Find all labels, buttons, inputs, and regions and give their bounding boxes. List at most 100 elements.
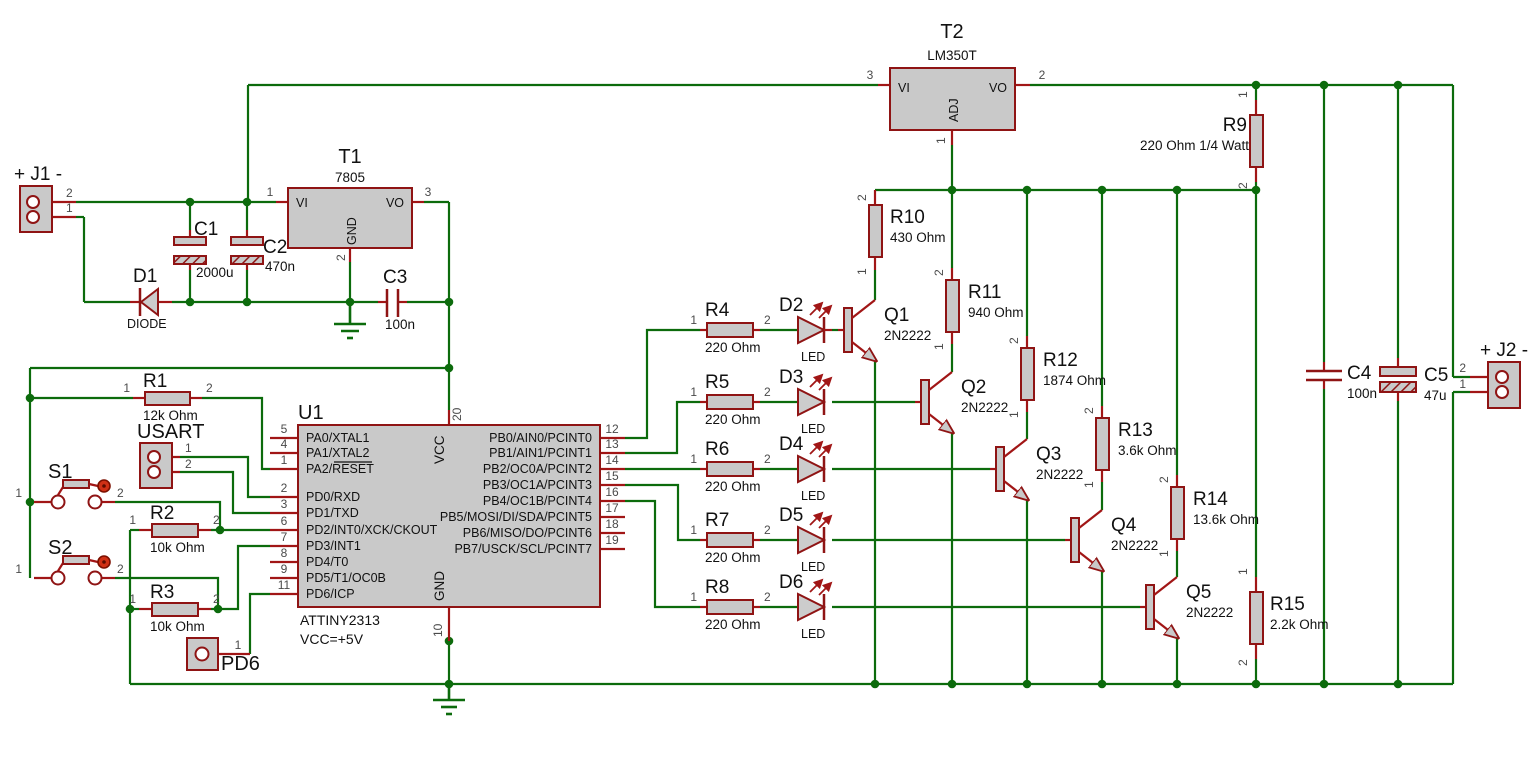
r12-pin2-number: 2 — [1007, 337, 1021, 344]
t2-pin-adj: ADJ — [947, 98, 961, 122]
r15-pin1-number: 1 — [1236, 568, 1250, 575]
r7-ref: R7 — [705, 510, 729, 531]
switch-s2: S2 1 2 — [15, 537, 124, 586]
s1-ref: S1 — [48, 461, 72, 483]
u1-pin-name: PB7/USCK/SCL/PCINT7 — [454, 542, 592, 556]
capacitor-c3: C3 100n — [378, 267, 415, 332]
t2-pin-adj-number: 1 — [934, 137, 948, 144]
u1-pin-name: PB3/OC1A/PCINT3 — [483, 478, 592, 492]
u1-pin-name: PD2/INT0/XCK/CKOUT — [306, 523, 438, 537]
r9-pin2-number: 2 — [1236, 182, 1250, 189]
u1-vcc-pin-number: 20 — [450, 407, 464, 421]
j1-label: + J1 - — [14, 164, 62, 185]
d4-value: LED — [801, 489, 825, 503]
u1-pin-name: PD6/ICP — [306, 587, 355, 601]
t2-pin-vi-number: 3 — [867, 68, 874, 82]
u1-pin-name: PB0/AIN0/PCINT0 — [489, 431, 592, 445]
r10-ref: R10 — [890, 207, 925, 228]
d2-value: LED — [801, 350, 825, 364]
r10-pin2-number: 2 — [855, 194, 869, 201]
r15-ref: R15 — [1270, 594, 1305, 615]
resistor-r4: R4 220 Ohm 1 2 — [690, 300, 771, 355]
c3-ref: C3 — [383, 267, 407, 288]
u1-pin-number: 12 — [605, 422, 619, 436]
u1-pin-name: PA0/XTAL1 — [306, 431, 370, 445]
r12-value: 1874 Ohm — [1043, 373, 1106, 388]
u1-pin-number: 16 — [605, 485, 619, 499]
j1-pin2-number: 2 — [66, 186, 73, 200]
t2-pin-vo-number: 2 — [1039, 68, 1046, 82]
r7-pin1-number: 1 — [690, 523, 697, 537]
d6-ref: D6 — [779, 572, 803, 593]
r15-value: 2.2k Ohm — [1270, 617, 1329, 632]
r11-pin2-number: 2 — [932, 269, 946, 276]
c1-ref: C1 — [194, 219, 218, 240]
resistor-r14: R14 13.6k Ohm 2 1 — [1157, 475, 1259, 557]
junction-dots — [25, 80, 1403, 689]
r13-pin2-number: 2 — [1082, 407, 1096, 414]
net-wires — [28, 83, 1470, 686]
connector-j2: + J2 - 2 1 — [1459, 340, 1528, 409]
d1-ref: D1 — [133, 266, 157, 287]
r4-value: 220 Ohm — [705, 340, 761, 355]
c1-value: 2000u — [196, 265, 234, 280]
t2-ref: T2 — [940, 21, 963, 43]
r5-ref: R5 — [705, 372, 729, 393]
diode-d1: D1 DIODE — [127, 266, 172, 331]
regulator-t1: T1 7805 VI VO GND 1 3 2 — [267, 146, 432, 262]
r14-ref: R14 — [1193, 489, 1228, 510]
c5-value: 47u — [1424, 388, 1447, 403]
resistor-r11: R11 940 Ohm 2 1 — [932, 268, 1024, 350]
usart-label: USART — [137, 421, 204, 443]
r8-pin2-number: 2 — [764, 590, 771, 604]
ground-symbol-regulator — [334, 302, 366, 340]
q4-part: 2N2222 — [1111, 538, 1158, 553]
r14-value: 13.6k Ohm — [1193, 512, 1259, 527]
q2-ref: Q2 — [961, 377, 986, 398]
r10-pin1-number: 1 — [855, 268, 869, 275]
c4-value: 100n — [1347, 386, 1377, 401]
u1-pin-number: 14 — [605, 453, 619, 467]
j2-pin2-number: 2 — [1459, 361, 1466, 375]
u1-pin-name: PB5/MOSI/DI/SDA/PCINT5 — [440, 510, 592, 524]
r13-pin1-number: 1 — [1082, 481, 1096, 488]
r4-ref: R4 — [705, 300, 730, 321]
mcu-u1: U1 PA0/XTAL1 PA1/XTAL2 PA2/RESET PD0/RXD… — [270, 402, 625, 647]
pd6-pin1-number: 1 — [235, 638, 242, 652]
resistor-r7: R7 220 Ohm 1 2 — [690, 510, 771, 565]
d5-ref: D5 — [779, 505, 803, 526]
r6-ref: R6 — [705, 439, 729, 460]
r6-value: 220 Ohm — [705, 479, 761, 494]
r3-pin1-number: 1 — [129, 592, 136, 606]
connector-usart: USART 1 2 — [137, 421, 204, 489]
d4-ref: D4 — [779, 434, 804, 455]
u1-pin-name: PB1/AIN1/PCINT1 — [489, 446, 592, 460]
q1-part: 2N2222 — [884, 328, 931, 343]
resistor-r13: R13 3.6k Ohm 2 1 — [1082, 406, 1177, 488]
u1-pin-name: PB6/MISO/DO/PCINT6 — [463, 526, 592, 540]
u1-vcc-pin: VCC — [432, 435, 447, 464]
r4-pin1-number: 1 — [690, 313, 697, 327]
c4-ref: C4 — [1347, 363, 1372, 384]
t1-pin-vi-number: 1 — [267, 185, 274, 199]
t1-pin-gnd: GND — [345, 217, 359, 245]
u1-pin-number: 3 — [281, 497, 288, 511]
u1-pin-number: 17 — [605, 501, 619, 515]
r7-value: 220 Ohm — [705, 550, 761, 565]
q1-ref: Q1 — [884, 305, 909, 326]
d2-ref: D2 — [779, 295, 803, 316]
resistor-r5: R5 220 Ohm 1 2 — [690, 372, 771, 427]
transistor-q3: Q3 2N2222 — [990, 438, 1083, 499]
c2-value: 470n — [265, 259, 295, 274]
u1-pin-number: 2 — [281, 481, 288, 495]
u1-pin-number: 11 — [278, 578, 291, 592]
transistor-q4: Q4 2N2222 — [1065, 509, 1158, 570]
c5-ref: C5 — [1424, 365, 1448, 386]
r5-pin1-number: 1 — [690, 385, 697, 399]
resistor-r6: R6 220 Ohm 1 2 — [690, 439, 771, 494]
t2-pin-vo: VO — [989, 81, 1007, 95]
q3-part: 2N2222 — [1036, 467, 1083, 482]
regulator-t2: T2 LM350T VI VO ADJ 3 2 1 — [867, 21, 1046, 145]
u1-pin-name: PD3/INT1 — [306, 539, 361, 553]
